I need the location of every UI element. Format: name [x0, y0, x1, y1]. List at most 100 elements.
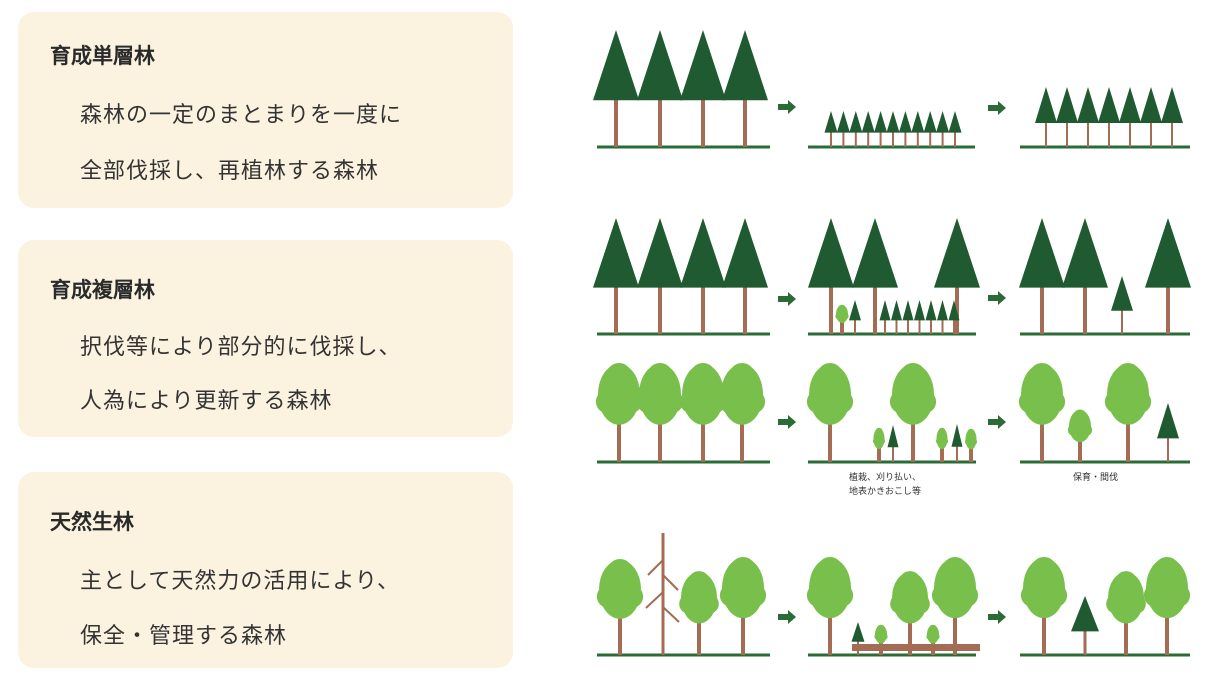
- broadleaf-crown-lobe: [929, 624, 937, 632]
- broadleaf-crown-lobe: [933, 633, 940, 640]
- conifer-trunk: [1066, 121, 1068, 147]
- broadleaf-crown-lobe: [718, 390, 742, 414]
- dead-tree-branch: [645, 591, 664, 609]
- conifer-tree: [808, 218, 854, 288]
- conifer-trunk: [953, 318, 955, 334]
- conifer-tree: [861, 111, 875, 133]
- process-arrow: [778, 292, 796, 306]
- broadleaf-trunk: [658, 394, 662, 462]
- broadleaf-crown-lobe: [679, 594, 699, 614]
- conifer-trunk: [941, 130, 944, 147]
- conifer-trunk: [904, 130, 907, 147]
- broadleaf-crown-lobe: [729, 362, 755, 389]
- conifer-trunk: [830, 130, 832, 147]
- conifer-trunk: [658, 285, 662, 334]
- broadleaf-crown-lobe: [703, 390, 727, 414]
- broadleaf-crown-lobe: [877, 624, 885, 632]
- conifer-tree: [849, 111, 863, 133]
- conifer-tree: [874, 111, 888, 133]
- conifer-tree: [1071, 596, 1099, 632]
- broadleaf-crown-lobe: [967, 428, 975, 436]
- broadleaf-crown-lobe: [1042, 390, 1066, 414]
- broadleaf-crown-lobe: [719, 583, 743, 607]
- conifer-trunk: [873, 285, 877, 334]
- conifer-trunk: [743, 285, 747, 334]
- conifer-tree: [1111, 276, 1133, 311]
- broadleaf-crown-lobe: [874, 633, 881, 640]
- conifer-trunk: [854, 130, 857, 147]
- broadleaf-trunk: [953, 588, 957, 655]
- broadleaf-crown-lobe: [688, 571, 710, 593]
- process-arrow: [988, 610, 1006, 624]
- caption-planting-line1: 植栽、刈り払い、: [849, 471, 921, 483]
- conifer-trunk: [1121, 308, 1123, 334]
- conifer-trunk: [1040, 285, 1044, 334]
- broadleaf-trunk: [1042, 588, 1046, 655]
- conifer-tree: [722, 218, 768, 288]
- conifer-tree: [948, 300, 960, 321]
- conifer-trunk: [954, 130, 956, 147]
- broadleaf-trunk: [911, 394, 915, 462]
- broadleaf-crown-lobe: [596, 584, 620, 609]
- broadleaf-crown-lobe: [830, 390, 854, 414]
- broadleaf-trunk: [618, 589, 622, 655]
- broadleaf-crown-lobe: [872, 438, 879, 445]
- broadleaf-crown-lobe: [647, 362, 673, 389]
- conifer-trunk: [892, 130, 894, 147]
- broadleaf-trunk: [940, 438, 944, 462]
- conifer-tree: [886, 111, 900, 133]
- conifer-tree: [849, 300, 861, 321]
- natural-forest-desc-line1: 主として天然力の活用により、: [80, 569, 401, 594]
- broadleaf-trunk: [1040, 394, 1044, 462]
- broadleaf-crown-lobe: [607, 558, 633, 585]
- conifer-tree: [937, 300, 948, 321]
- conifer-tree: [680, 218, 726, 288]
- conifer-tree: [851, 622, 865, 642]
- conifer-trunk: [1083, 285, 1087, 334]
- conifer-tree: [887, 425, 899, 448]
- conifer-tree: [923, 111, 937, 133]
- conifer-trunk: [701, 285, 705, 334]
- broadleaf-crown-lobe: [1126, 594, 1146, 614]
- single-layer-forest-title: 育成単層林: [50, 44, 155, 68]
- broadleaf-crown-lobe: [742, 390, 766, 414]
- broadleaf-trunk: [1078, 426, 1082, 462]
- conifer-trunk: [614, 98, 618, 147]
- broadleaf-crown-lobe: [1128, 390, 1152, 414]
- multi-layer-forest-desc-line2: 人為により更新する森林: [80, 389, 333, 414]
- broadleaf-crown-lobe: [620, 584, 644, 609]
- conifer-tree: [824, 111, 838, 133]
- broadleaf-crown-lobe: [679, 390, 703, 414]
- conifer-tree: [593, 218, 639, 288]
- conifer-trunk: [857, 639, 859, 655]
- broadleaf-trunk: [1126, 394, 1130, 462]
- broadleaf-crown-lobe: [1073, 409, 1087, 423]
- conifer-tree: [914, 300, 925, 321]
- broadleaf-crown-lobe: [900, 362, 926, 389]
- conifer-trunk: [1087, 121, 1089, 147]
- broadleaf-crown-lobe: [1104, 390, 1128, 414]
- broadleaf-crown-lobe: [879, 438, 886, 445]
- broadleaf-crown-lobe: [806, 390, 830, 414]
- broadleaf-crown-lobe: [1154, 556, 1180, 583]
- forest-illustrations: [593, 30, 1191, 657]
- broadleaf-crown-lobe: [619, 390, 643, 414]
- conifer-tree: [911, 111, 925, 133]
- process-arrow: [988, 101, 1006, 115]
- conifer-tree: [637, 30, 683, 101]
- broadleaf-crown-lobe: [806, 583, 830, 607]
- broadleaf-crown-lobe: [1029, 362, 1055, 389]
- broadleaf-trunk: [741, 588, 745, 655]
- natural-forest-desc-line2: 保全・管理する森林: [80, 624, 288, 649]
- broadleaf-crown-lobe: [606, 362, 632, 389]
- broadleaf-crown-lobe: [595, 390, 619, 414]
- conifer-trunk: [1171, 121, 1173, 147]
- broadleaf-crown-lobe: [881, 633, 888, 640]
- conifer-tree: [1019, 218, 1065, 288]
- conifer-tree: [936, 111, 950, 133]
- conifer-trunk: [829, 285, 833, 334]
- conifer-trunk: [614, 285, 618, 334]
- conifer-tree: [593, 30, 639, 101]
- conifer-tree: [836, 111, 850, 133]
- broadleaf-crown-lobe: [938, 427, 946, 435]
